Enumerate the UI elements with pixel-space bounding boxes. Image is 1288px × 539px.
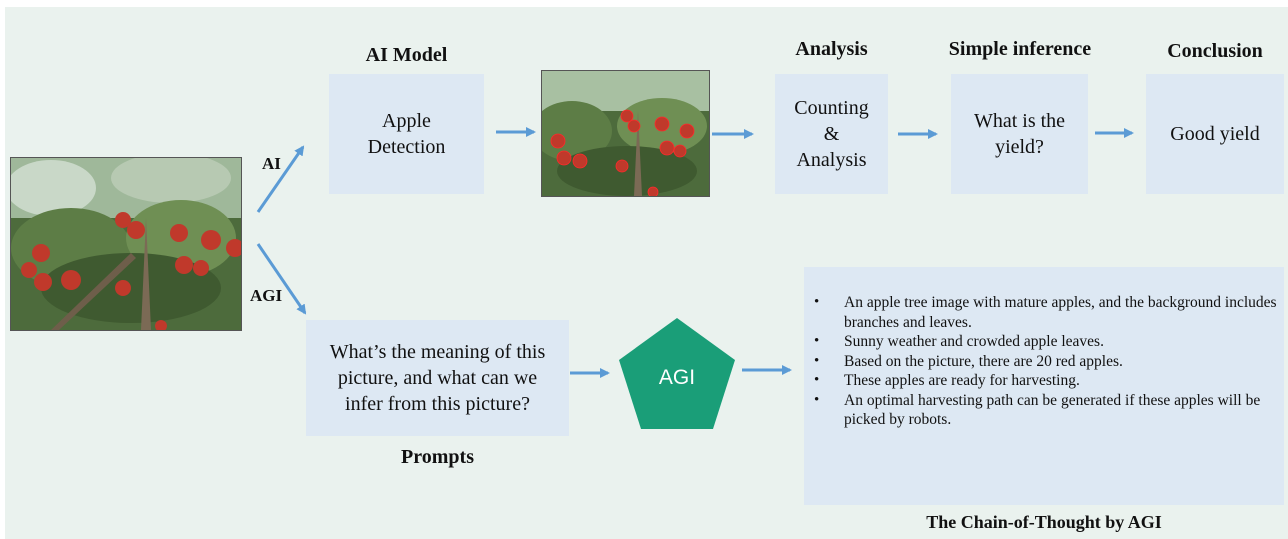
ai-branch-label: AI bbox=[262, 154, 281, 173]
conclusion-title: Conclusion bbox=[1167, 40, 1263, 62]
cot-item: Sunny weather and crowded apple leaves. bbox=[814, 332, 1284, 352]
agi-branch-label: AGI bbox=[250, 286, 283, 305]
cot-item: Based on the picture, there are 20 red a… bbox=[814, 352, 1284, 372]
inference-line: yield? bbox=[995, 136, 1044, 158]
yield-question-box: What is the yield? bbox=[951, 74, 1088, 194]
arrow-to-agi bbox=[256, 243, 307, 315]
counting-analysis-box: Counting & Analysis bbox=[775, 74, 888, 194]
analysis-title: Analysis bbox=[795, 38, 868, 60]
prompt-line: infer from this picture? bbox=[345, 393, 530, 415]
ai-model-title: AI Model bbox=[365, 44, 448, 66]
simple-inference-title: Simple inference bbox=[948, 38, 1092, 60]
arrow-to-ai bbox=[256, 145, 305, 213]
detection-result-photo bbox=[541, 70, 710, 197]
cot-title: The Chain-of-Thought by AGI bbox=[926, 512, 1162, 532]
prompt-line: What’s the meaning of this bbox=[329, 341, 546, 363]
chain-of-thought-box: An apple tree image with mature apples, … bbox=[804, 267, 1284, 505]
agi-pentagon bbox=[619, 318, 735, 429]
detection-line: Detection bbox=[367, 136, 446, 158]
apple-tree-photo bbox=[10, 157, 242, 331]
cot-item: An optimal harvesting path can be genera… bbox=[814, 391, 1284, 430]
analysis-line: Counting bbox=[794, 97, 869, 119]
prompt-line: picture, and what can we bbox=[337, 367, 538, 389]
cot-item: An apple tree image with mature apples, … bbox=[814, 293, 1284, 332]
prompt-box: What’s the meaning of this picture, and … bbox=[306, 320, 569, 436]
good-yield-box: Good yield bbox=[1146, 74, 1284, 194]
inference-line: What is the bbox=[973, 110, 1066, 132]
analysis-line: Analysis bbox=[796, 149, 867, 171]
agi-node-label: AGI bbox=[658, 366, 696, 389]
prompts-title: Prompts bbox=[401, 446, 474, 468]
detection-line: Apple bbox=[382, 110, 431, 132]
cot-item: These apples are ready for harvesting. bbox=[814, 371, 1284, 391]
analysis-line: & bbox=[823, 123, 840, 145]
